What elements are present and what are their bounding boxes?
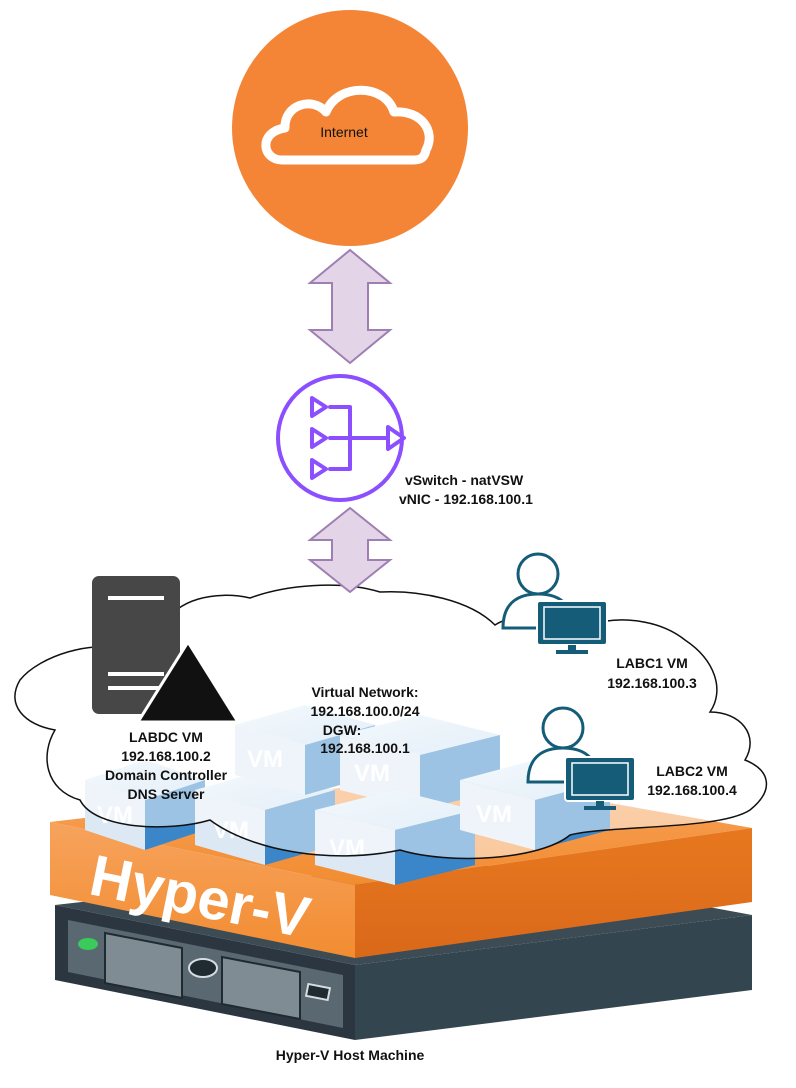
host-chassis-side <box>355 915 752 1040</box>
hyperv-slab-side <box>355 828 752 958</box>
double-arrow-internet-vswitch <box>307 248 393 365</box>
power-led-icon <box>78 938 98 950</box>
labdc-server: LABDC VM 192.168.100.2 Domain Controller… <box>92 576 241 802</box>
vswitch-node: vSwitch - natVSW vNIC - 192.168.100.1 <box>276 374 533 507</box>
monitor-base <box>584 806 616 810</box>
host-drive-bay-2 <box>221 955 301 1021</box>
monitor-screen <box>571 762 629 796</box>
vnic-address: vNIC - 192.168.100.1 <box>399 491 533 507</box>
internet-circle <box>232 10 468 246</box>
monitor-stand <box>568 645 576 651</box>
monitor-stand <box>596 801 604 807</box>
warning-triangle-icon <box>135 639 241 724</box>
host-machine-label: Hyper-V Host Machine <box>276 1047 425 1063</box>
labc2-client: LABC2 VM 192.168.100.4 <box>526 706 737 810</box>
network-dgw-label: DGW: <box>323 722 362 738</box>
labdc-ip: 192.168.100.2 <box>121 748 211 764</box>
labc1-client: LABC1 VM 192.168.100.3 <box>501 552 697 691</box>
monitor-base <box>556 650 588 654</box>
labc2-ip: 192.168.100.4 <box>647 782 737 798</box>
internet-label: Internet <box>320 124 368 140</box>
internet-node: Internet <box>232 10 468 246</box>
cloud-icon <box>261 85 434 165</box>
labdc-role-dc: Domain Controller <box>105 767 228 783</box>
hyperv-slab-front <box>50 822 355 958</box>
usb-port-icon <box>304 982 332 1002</box>
network-title: Virtual Network: <box>311 684 418 700</box>
server-slot <box>108 672 164 676</box>
vswitch-name: vSwitch - natVSW <box>405 472 524 488</box>
monitor-screen <box>543 606 601 640</box>
labdc-name: LABDC VM <box>129 729 203 745</box>
double-arrow-vswitch-network <box>307 506 393 594</box>
user-head-icon <box>516 552 560 596</box>
user-head-icon <box>541 706 585 750</box>
server-slot <box>108 596 164 600</box>
network-dgw: 192.168.100.1 <box>320 740 410 756</box>
switch-icon <box>310 396 406 480</box>
network-subnet: 192.168.100.0/24 <box>311 703 420 719</box>
power-button-icon <box>188 958 218 978</box>
labc1-name: LABC1 VM <box>616 655 688 671</box>
labdc-role-dns: DNS Server <box>127 786 205 802</box>
labc1-ip: 192.168.100.3 <box>607 675 697 691</box>
host-drive-bay-1 <box>104 931 183 1000</box>
network-info: Virtual Network: 192.168.100.0/24 DGW: 1… <box>311 684 420 756</box>
server-tower-icon <box>92 576 180 714</box>
labc2-name: LABC2 VM <box>656 763 728 779</box>
server-slot <box>108 686 164 690</box>
